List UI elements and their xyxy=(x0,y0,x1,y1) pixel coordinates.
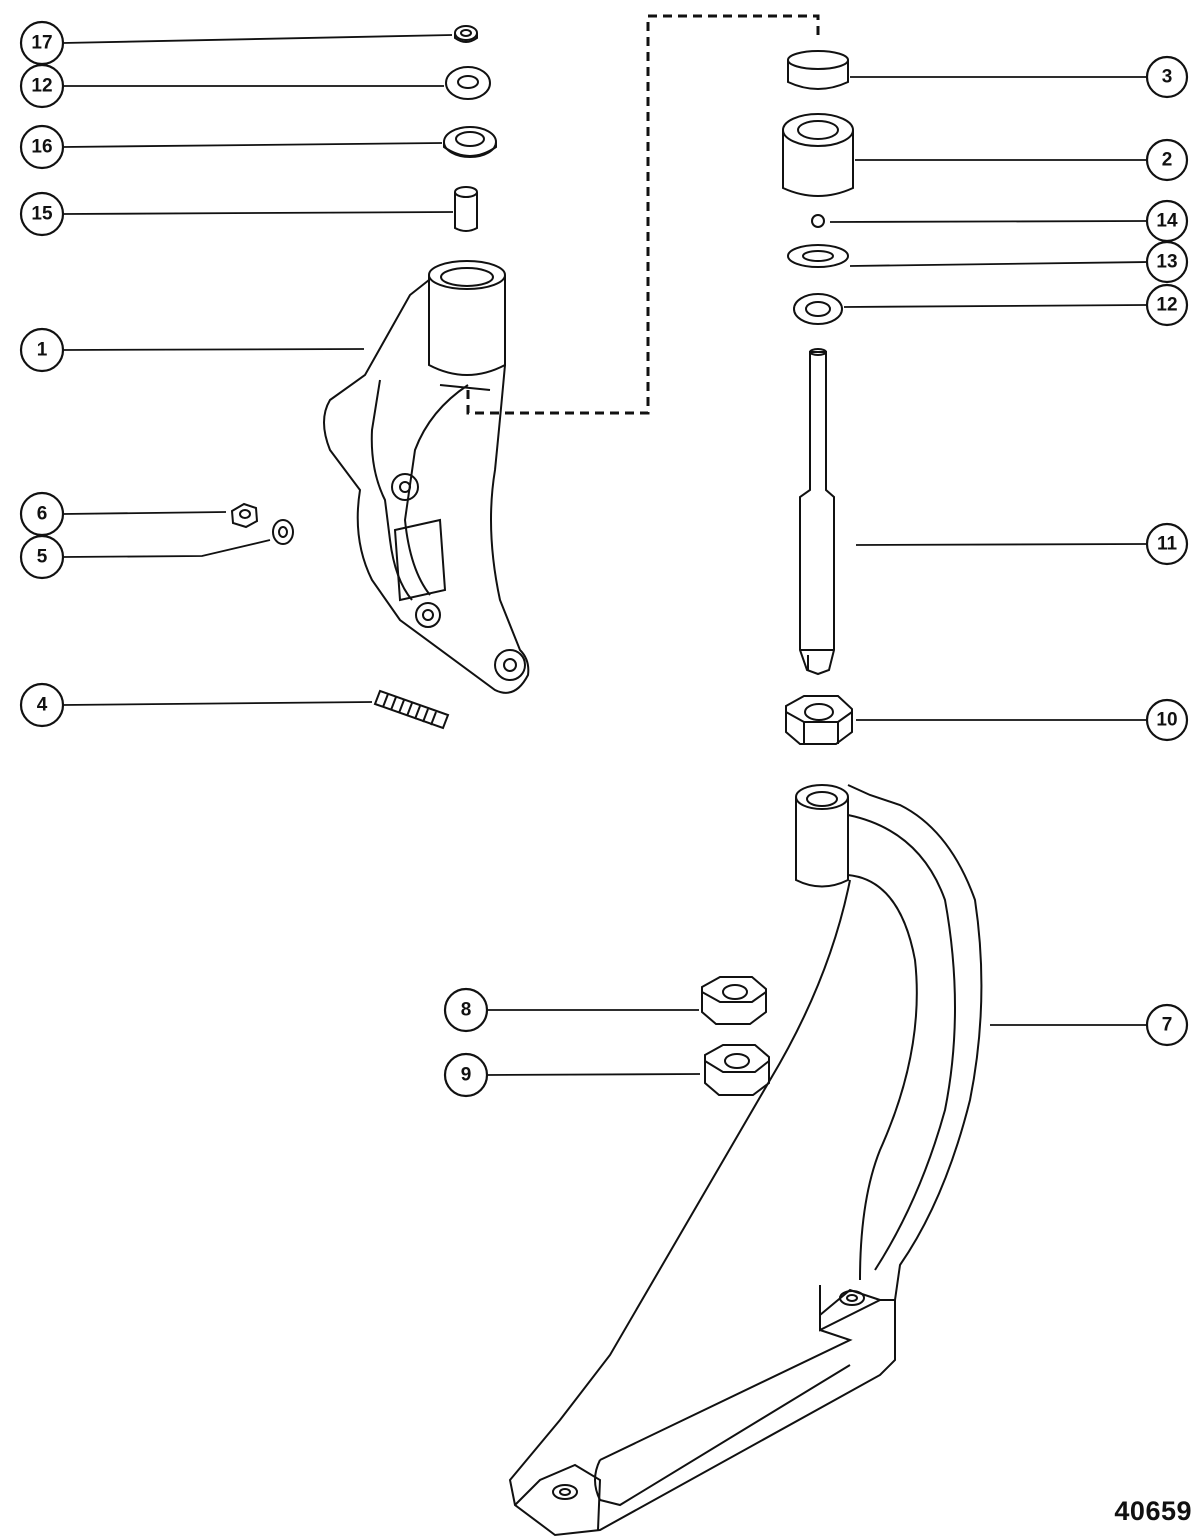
callout-circle-15 xyxy=(19,191,65,237)
callout-10: 10 xyxy=(1156,710,1177,731)
part-16-bushing-washer xyxy=(443,126,497,158)
callout-12-right: 12 xyxy=(1156,295,1177,316)
part-8-hex-nut xyxy=(701,976,767,1025)
callout-circle-9 xyxy=(443,1052,489,1098)
part-1-upper-bracket xyxy=(323,260,530,694)
part-13-washer xyxy=(787,244,849,268)
part-4-threaded-stud xyxy=(373,689,450,730)
part-17-nut xyxy=(454,25,478,43)
part-12-washer-lower xyxy=(793,293,843,325)
callout-4: 4 xyxy=(37,695,48,716)
callout-12-left: 12 xyxy=(31,76,52,97)
part-10-hex-nut xyxy=(785,695,853,745)
callout-7: 7 xyxy=(1162,1015,1173,1036)
part-5-lock-washer xyxy=(272,519,294,545)
callout-circle-8 xyxy=(443,987,489,1033)
callout-circle-11 xyxy=(1145,522,1189,566)
callout-circle-4 xyxy=(19,682,65,728)
callout-1: 1 xyxy=(37,340,48,361)
callout-5: 5 xyxy=(37,547,48,568)
callout-circle-1 xyxy=(19,327,65,373)
part-11-shaft xyxy=(799,348,835,676)
part-15-sleeve xyxy=(454,186,478,232)
callout-circle-13 xyxy=(1145,240,1189,284)
part-6-nut xyxy=(230,502,259,529)
leader-lines xyxy=(62,34,1148,1076)
callout-circles xyxy=(19,20,1189,1098)
callout-circle-12-right xyxy=(1145,283,1189,327)
callout-circle-3 xyxy=(1145,55,1189,99)
callout-circle-16 xyxy=(19,124,65,170)
callout-13: 13 xyxy=(1156,252,1177,273)
callout-circle-7 xyxy=(1145,1003,1189,1047)
callout-circle-12-left xyxy=(19,63,65,109)
callout-11: 11 xyxy=(1157,534,1178,555)
callout-9: 9 xyxy=(461,1065,472,1086)
part-2-bearing xyxy=(782,113,854,197)
callout-17: 17 xyxy=(31,33,52,54)
callout-15: 15 xyxy=(31,204,53,225)
part-7-lower-arm xyxy=(508,784,983,1537)
callout-circle-5 xyxy=(19,534,65,580)
callout-2: 2 xyxy=(1162,150,1173,171)
part-14-ball xyxy=(811,214,825,228)
assembly-dashed-line xyxy=(466,14,820,415)
callout-3: 3 xyxy=(1162,67,1173,88)
callout-6: 6 xyxy=(37,504,48,525)
callout-8: 8 xyxy=(461,1000,472,1021)
callout-circle-10 xyxy=(1145,698,1189,742)
part-12-washer-upper xyxy=(445,66,491,100)
callout-16: 16 xyxy=(31,137,52,158)
part-9-hex-nut xyxy=(704,1044,770,1096)
callout-circle-2 xyxy=(1145,138,1189,182)
callout-14: 14 xyxy=(1156,211,1178,232)
figure-number: 40659 xyxy=(1114,1496,1192,1526)
part-3-ring xyxy=(787,50,849,90)
